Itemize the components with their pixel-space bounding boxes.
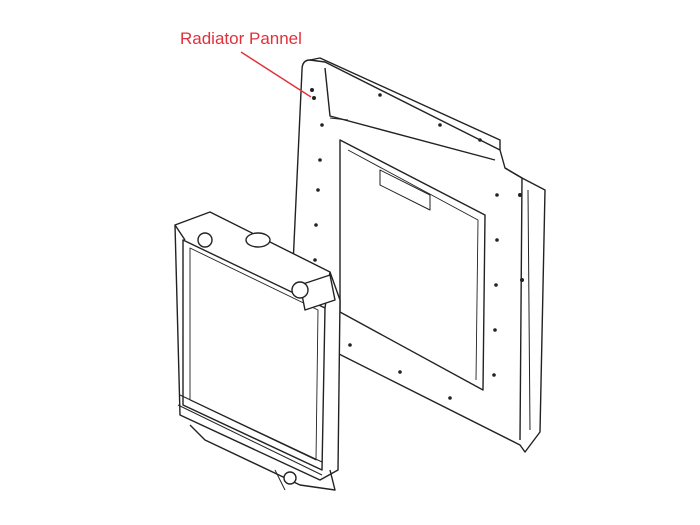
radiator xyxy=(174,211,341,491)
panel-window xyxy=(339,139,486,391)
mounting-holes xyxy=(310,88,524,400)
radiator-panel-label: Radiator Pannel xyxy=(180,29,302,48)
callout-leader-line xyxy=(240,51,312,98)
